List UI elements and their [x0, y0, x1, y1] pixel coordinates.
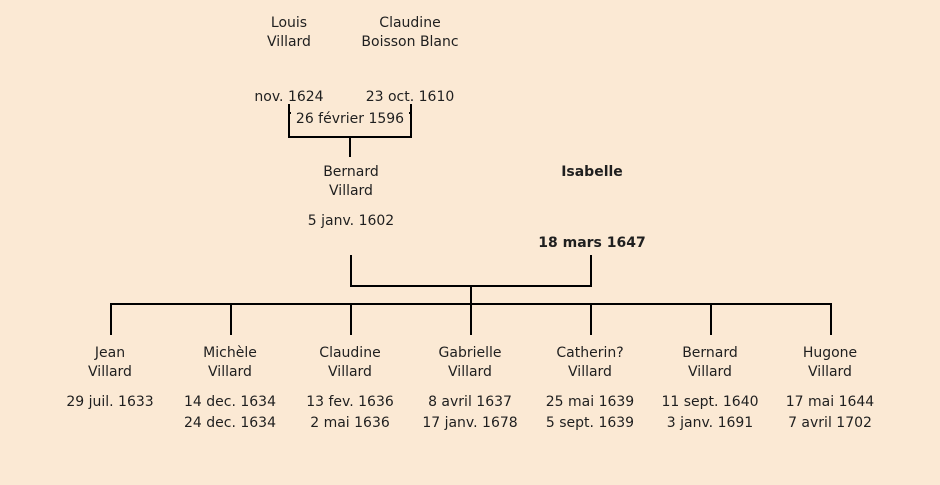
person-name-line: Hugone [802, 345, 858, 361]
person-node-claudine-boisson-blanc[interactable]: Claudine Boisson Blanc [330, 14, 490, 52]
person-name-line: Villard [448, 364, 492, 380]
person-node-isabelle[interactable]: Isabelle [532, 163, 652, 182]
person-name-line: Catherin? [556, 345, 624, 361]
person-node-claudine-villard[interactable]: Claudine Villard [290, 344, 410, 382]
person-date-claudine: 23 oct. 1610 [365, 89, 455, 105]
connector-line [110, 303, 112, 335]
person-dates: 29 juil. 1633 [66, 394, 154, 410]
person-node-hugone-villard[interactable]: Hugone Villard [770, 344, 890, 382]
person-node-gabrielle-villard[interactable]: Gabrielle Villard [410, 344, 530, 382]
connector-line [590, 255, 592, 287]
connector-line [830, 303, 832, 335]
person-name-line: Boisson Blanc [361, 34, 459, 50]
connector-line [350, 303, 352, 335]
person-name-line: Villard [808, 364, 852, 380]
person-dates: 11 sept. 1640 3 janv. 1691 [661, 394, 759, 431]
connector-line [288, 104, 290, 114]
person-dates: 8 avril 1637 17 janv. 1678 [422, 394, 518, 431]
person-date-louis: nov. 1624 [254, 89, 324, 105]
person-name-line: Gabrielle [438, 345, 502, 361]
connector-line [470, 285, 472, 305]
person-date-isabelle: 18 mars 1647 [538, 235, 646, 251]
person-name-line: Claudine [319, 345, 381, 361]
person-name-line: Villard [208, 364, 252, 380]
person-name-line: Villard [688, 364, 732, 380]
connector-line [350, 255, 352, 287]
person-node-jean-villard[interactable]: Jean Villard [50, 344, 170, 382]
person-name-line: Villard [328, 364, 372, 380]
person-node-bernard-villard[interactable]: Bernard Villard [291, 163, 411, 201]
person-name-line: Bernard [682, 345, 738, 361]
person-name-line: Villard [568, 364, 612, 380]
connector-line [349, 137, 351, 157]
connector-line [590, 303, 592, 335]
person-node-bernard-villard-jr[interactable]: Bernard Villard [650, 344, 770, 382]
connector-line [230, 303, 232, 335]
connector-line [710, 303, 712, 335]
person-name-line: Bernard [323, 164, 379, 180]
person-dates: 14 dec. 1634 24 dec. 1634 [184, 394, 276, 431]
person-name-line: Claudine [379, 15, 441, 31]
person-name-line: Isabelle [561, 164, 623, 180]
person-node-michele-villard[interactable]: Michèle Villard [170, 344, 290, 382]
person-dates: 25 mai 1639 5 sept. 1639 [545, 394, 635, 431]
person-name-line: Michèle [203, 345, 257, 361]
person-dates: 17 mai 1644 7 avril 1702 [785, 394, 875, 431]
person-dates: 13 fev. 1636 2 mai 1636 [306, 394, 394, 431]
person-date-bernard: 5 janv. 1602 [307, 213, 395, 229]
person-name-line: Jean [94, 345, 126, 361]
person-name-line: Villard [88, 364, 132, 380]
connector-line [410, 104, 412, 114]
connector-line [470, 303, 472, 335]
person-name-line: Villard [329, 183, 373, 199]
person-node-catherin-villard[interactable]: Catherin? Villard [530, 344, 650, 382]
marriage-date-label[interactable]: 26 février 1596 [288, 110, 412, 129]
